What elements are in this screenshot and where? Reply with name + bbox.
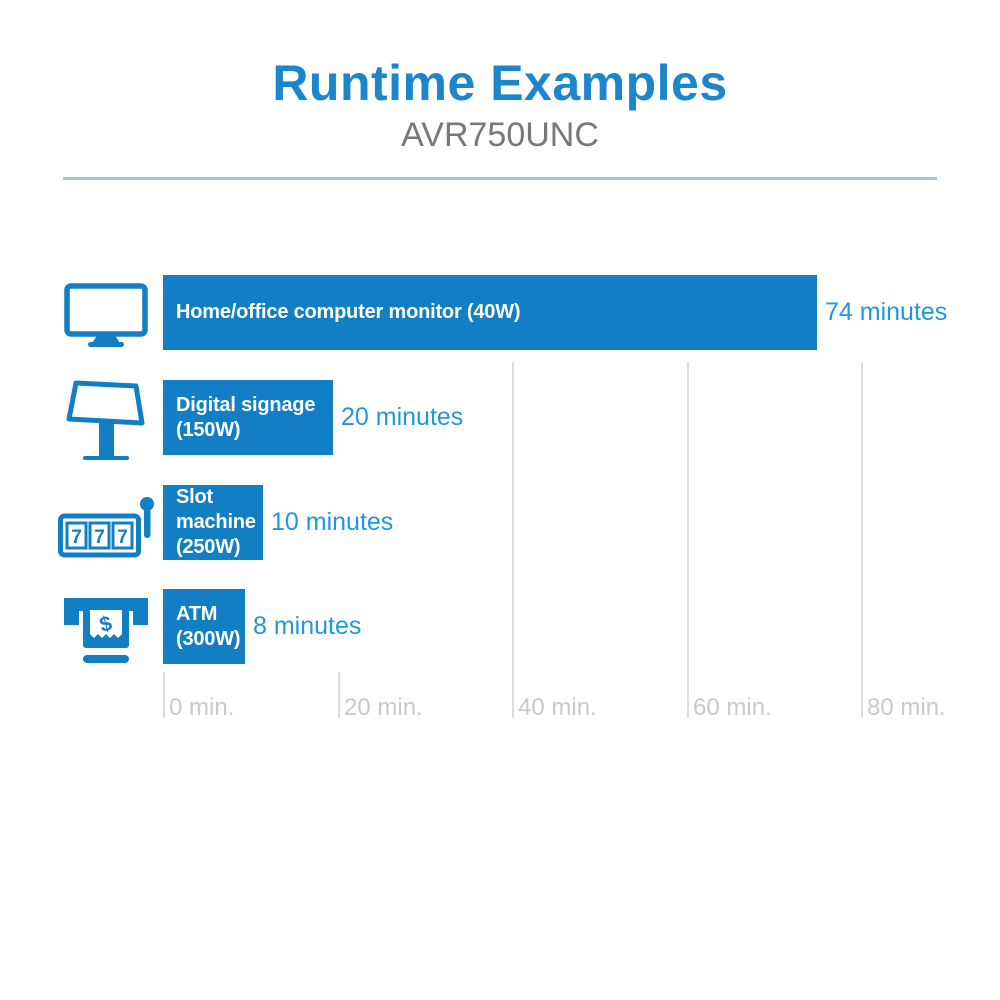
runtime-value-label: 10 minutes (271, 508, 394, 536)
page-subtitle: AVR750UNC (401, 116, 599, 154)
bar-label: (300W) (176, 627, 241, 650)
svg-text:7: 7 (71, 527, 82, 548)
runtime-value-label: 8 minutes (253, 612, 362, 640)
runtime-bar: Slot machine (250W) (163, 485, 263, 560)
digital-signage-icon (66, 379, 146, 461)
axis-tick-label: 0 min. (169, 694, 235, 721)
svg-text:7: 7 (117, 527, 128, 548)
runtime-value-label: 20 minutes (341, 403, 464, 431)
header-divider (63, 177, 937, 180)
svg-text:7: 7 (94, 527, 105, 548)
axis-gridline-0min (163, 672, 165, 718)
atm-icon: $ (64, 598, 148, 666)
axis-tick-label: 20 min. (344, 694, 423, 721)
runtime-bar: ATM(300W) (163, 589, 245, 664)
runtime-bar: Digital signage(150W) (163, 380, 333, 455)
axis-tick-label: 60 min. (693, 694, 772, 721)
axis-tick-label: 40 min. (518, 694, 597, 721)
bar-label: Digital signage (176, 393, 316, 416)
axis-gridline-40min (512, 362, 514, 718)
computer-monitor-icon (64, 283, 148, 347)
runtime-bar: Home/office computer monitor (40W) (163, 275, 817, 350)
bar-label: (250W) (176, 536, 241, 558)
bar-label: ATM (176, 602, 218, 625)
bar-label: machine (176, 511, 256, 533)
runtime-value-label: 74 minutes (825, 298, 948, 326)
bar-label: Home/office computer monitor (40W) (176, 301, 521, 323)
axis-gridline-20min (338, 672, 340, 718)
axis-gridline-60min (687, 362, 689, 718)
axis-tick-label: 80 min. (867, 694, 946, 721)
bar-label: Slot (176, 486, 213, 508)
slot-machine-icon: 7 7 7 (58, 496, 154, 558)
page-title: Runtime Examples (272, 55, 728, 111)
axis-gridline-80min (861, 362, 863, 718)
bar-label: (150W) (176, 418, 241, 441)
